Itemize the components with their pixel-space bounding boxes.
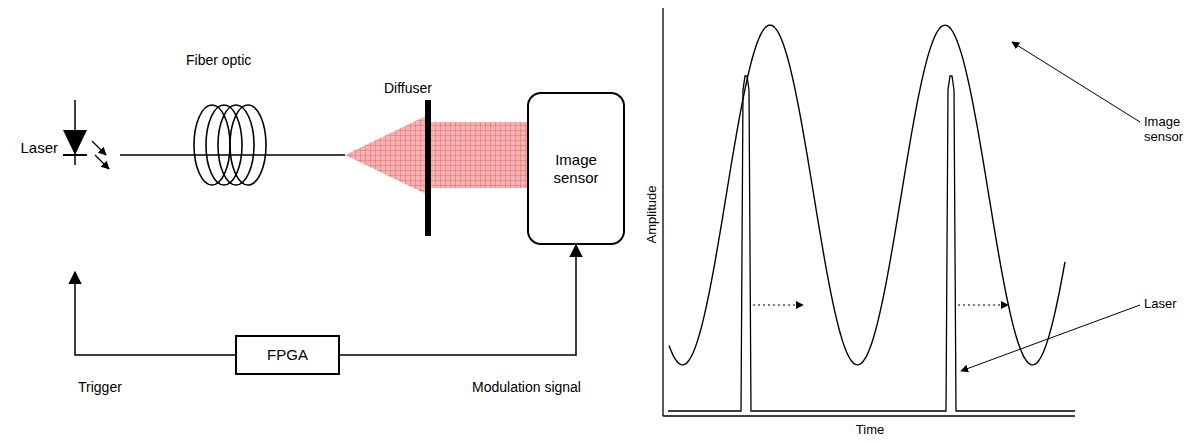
curve-label: Laser bbox=[1144, 297, 1177, 312]
leader-line bbox=[961, 305, 1140, 371]
signal-label: Modulation signal bbox=[472, 379, 581, 395]
sensor-modulation-curve bbox=[669, 25, 1065, 365]
node-label: Image sensor bbox=[545, 151, 607, 186]
optical-fiber bbox=[120, 154, 345, 156]
x-axis bbox=[663, 415, 1075, 416]
fiber-coil bbox=[194, 105, 266, 185]
part-label: Fiber optic bbox=[186, 52, 251, 68]
light-cone bbox=[345, 115, 428, 195]
laser-pulse-curve bbox=[668, 76, 1075, 411]
image-sensor-box: Image sensor bbox=[527, 92, 625, 245]
node-label: Laser bbox=[18, 139, 58, 156]
axis-label: Time bbox=[840, 423, 900, 438]
node-label: FPGA bbox=[267, 346, 308, 363]
diffuser-plate bbox=[425, 100, 431, 236]
laser-diode-symbol bbox=[18, 95, 130, 272]
fpga-box: FPGA bbox=[235, 335, 340, 375]
part-label: Diffuser bbox=[384, 80, 432, 96]
signal-connector bbox=[75, 272, 235, 355]
y-axis bbox=[662, 8, 663, 416]
signal-label: Trigger bbox=[78, 379, 122, 395]
axis-label: Amplitude bbox=[645, 174, 660, 254]
light-beam bbox=[428, 122, 527, 188]
shift-arrow bbox=[753, 305, 1008, 306]
leader-line bbox=[1012, 42, 1140, 122]
curve-label: Image sensor bbox=[1144, 115, 1198, 145]
signal-connector bbox=[340, 245, 576, 355]
laser-diode: Laser bbox=[18, 95, 130, 272]
